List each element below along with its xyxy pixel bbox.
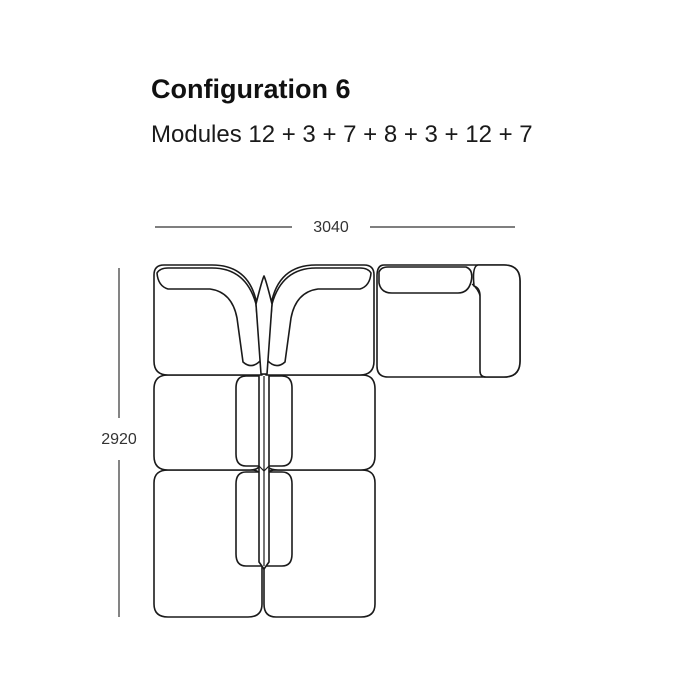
spine-joint-middle	[258, 465, 270, 472]
module-center-cushion-bottom-right	[265, 471, 293, 567]
module-chaise-side-cushion	[472, 264, 521, 378]
height-dimension: 2920	[101, 268, 137, 617]
configuration-title: Configuration 6	[151, 74, 351, 104]
module-back-cushion-top-left	[156, 267, 262, 367]
module-center-cushion-middle-right	[265, 375, 293, 467]
height-label: 2920	[101, 431, 137, 448]
module-chaise-back-cushion	[378, 266, 473, 294]
chaise-cushion-seam	[471, 283, 481, 297]
module-back-cushion-top-right	[266, 267, 372, 367]
module-center-cushion-middle-left	[235, 375, 263, 467]
modules-list: Modules 12 + 3 + 7 + 8 + 3 + 12 + 7	[151, 121, 533, 148]
width-dimension: 3040	[155, 219, 515, 236]
module-center-cushion-bottom-left	[235, 471, 263, 567]
module-upper-spine	[255, 275, 273, 375]
width-label: 3040	[313, 219, 349, 236]
